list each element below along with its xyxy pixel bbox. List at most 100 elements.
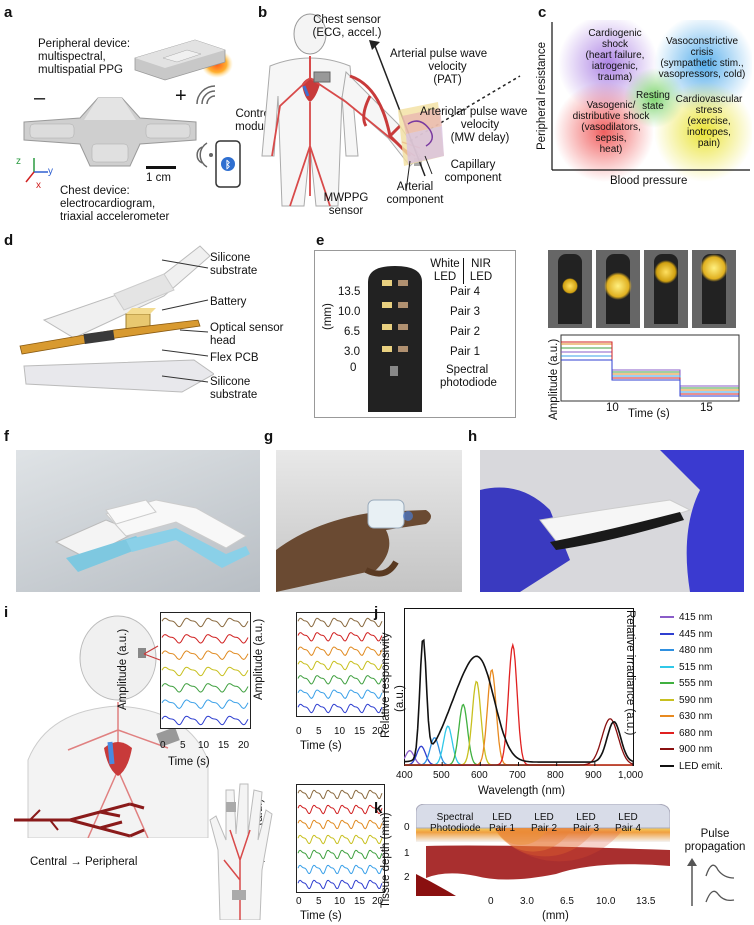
photo-gloved-flex [480,450,744,592]
j-xtick: 1,000 [618,770,644,781]
ppg-waveform-trace [297,819,383,830]
legend-entry: 415 nm [660,612,712,626]
j-xtick: 800 [547,770,564,781]
white-led-1: White [430,258,460,270]
amplitude-step-plot [560,334,740,402]
e-tick-3: 3.0 [344,346,360,358]
cardiovascular-3: (exercise, [687,116,731,127]
j-xticks: 400 500 600 700 800 900 1,000 [396,770,646,784]
k-label-pair2-1: LED [534,812,554,823]
i-xtick: 15 [354,896,366,907]
flex-pcb-label: Flex PCB [210,352,259,364]
panel-label-b: b [258,4,268,21]
smartphone-icon: ᛒ [215,140,241,188]
hemodynamic-state-map [551,20,752,182]
pulse-1: Pulse [700,828,730,840]
i-ylabel-2: Amplitude (a.u.) [253,618,265,700]
led-photo-4 [692,250,736,328]
vasoconstrictive-1: Vasoconstrictive [665,36,739,47]
nir-led-2: LED [469,271,493,283]
legend-label: 515 nm [679,661,713,673]
cardiogenic-4: iatrogenic, [591,61,639,72]
hand-illustration [209,783,273,920]
ppg-waveform-trace [161,617,249,628]
e-xlabel: Time (s) [628,408,670,420]
j-xtick: 700 [509,770,526,781]
j-ylabel-right: Relative irradiance (a.u.) [624,610,636,736]
spectrum-series-led-emit- [404,638,634,763]
i-xtick: 0 [296,896,302,907]
pair-4: Pair 4 [450,286,481,298]
j-xtick: 400 [396,770,413,781]
arteriolar-pwv-1: Arteriolar pulse wave [420,106,528,118]
battery-label: Battery [210,296,247,308]
k-xtick: 10.0 [596,896,616,907]
axis-x-label: x [36,180,41,191]
j-xtick: 900 [585,770,602,781]
k-ytick-2: 2 [404,872,410,883]
i-xtick: 20 [372,726,384,737]
ppg-waveform-trace [297,849,383,860]
legend-swatch [660,731,674,734]
ppg-waveform-trace [161,683,249,693]
optical-2: head [210,335,236,347]
scale-bar-label: 1 cm [146,172,171,184]
k-xtick: 6.5 [560,896,574,907]
d-leader-lines [161,259,209,383]
control-module-1: Control [235,108,273,120]
e-xtick-10: 10 [606,402,619,414]
i-xtick: 15 [218,740,230,751]
chest-text-2: electrocardiogram, [60,198,156,210]
pair-1: Pair 1 [450,346,481,358]
j-ylabel-left-1: Relative responsivity [380,632,392,738]
arterial-component-1: Arterial [396,181,434,193]
j-ylabel-left-2: (a.u.) [394,685,406,712]
panel-label-f: f [4,428,9,445]
i-xtick: 0 [160,740,166,751]
cardiovascular-1: Cardiovascular [675,94,743,105]
ppg-plot-frame [296,784,385,893]
cardiogenic-5: trauma) [597,72,633,83]
vasoconstrictive-4: vasopressors, cold) [658,69,746,80]
legend-swatch [660,616,674,619]
legend-swatch [660,748,674,751]
cardiovascular-5: pain) [697,138,721,149]
spectrum-frame [404,608,634,766]
legend-entry: 900 nm [660,744,712,758]
ppg-plot-frame [160,612,251,729]
ppg-waveform-plots [160,612,385,893]
arterial-pwv-1: Arterial pulse wave [390,48,488,60]
panel-label-i: i [4,604,9,621]
chest-text-3: triaxial accelerometer [60,211,170,223]
silicone-bottom-2: substrate [210,389,258,401]
legend-label: 480 nm [679,645,713,656]
ppg-waveform-trace [297,617,383,628]
peripheral-text-1: Peripheral device: [38,38,131,50]
cardiogenic-3: (heart failure, [585,50,645,61]
arterial-component-2: component [386,194,444,206]
legend-entry: 445 nm [660,629,712,643]
vasogenic-3: (vasodilators, [581,122,641,133]
i-xtick: 5 [316,726,322,737]
vasogenic-5: heat) [599,144,623,155]
e-tick-1: 10.0 [338,306,361,318]
legend-label: 900 nm [679,744,713,755]
i-xtick: 10 [198,740,210,751]
k-label-pair4-2: Pair 4 [614,823,642,834]
legend-swatch [660,665,674,668]
silicone-top-2: substrate [210,265,258,277]
k-xtick: 0 [488,896,494,907]
panel-label-c: c [538,4,547,21]
chest-sensor-1: Chest sensor [313,14,381,26]
j-xtick: 500 [433,770,450,781]
resting-1: Resting [636,90,670,101]
cardiovascular-4: inotropes, [687,127,731,138]
legend-entry: 590 nm [660,695,712,709]
legend-label: 445 nm [679,628,713,640]
spectrum-chart [404,608,634,766]
k-ytick-1: 1 [404,848,410,859]
ppg-waveform-trace [297,864,383,875]
led-divider [463,258,464,284]
pulse-2: propagation [684,841,746,853]
